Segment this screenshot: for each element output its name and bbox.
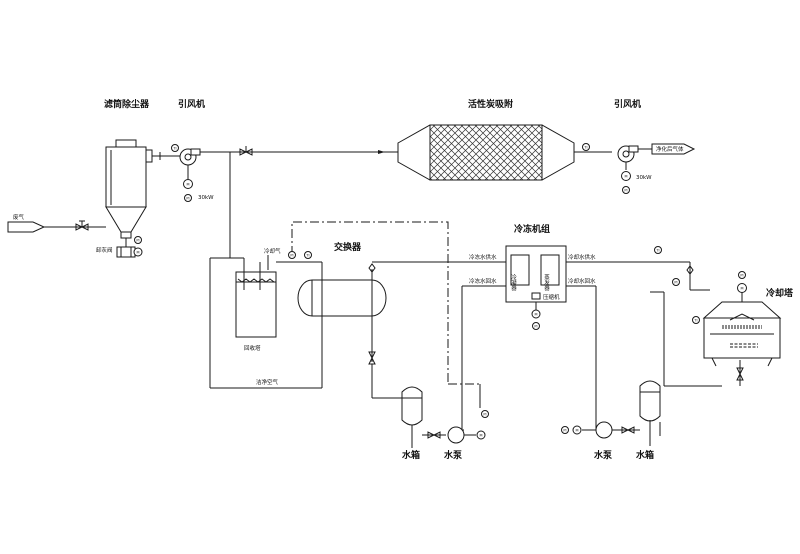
water-pump-1 [447,426,476,444]
pressure-gauge-icon: PI [288,251,296,259]
clean-exhaust-outlet [651,143,696,155]
svg-text:PI: PI [290,254,293,258]
svg-text:PI: PI [624,189,627,193]
motor-icon: M [531,309,541,319]
pressure-gauge-icon: PI [481,410,489,418]
pressure-gauge-icon: PI [184,194,192,202]
motor-icon: M [183,172,193,189]
cooling-supply-label: 冷却水供水 [568,253,596,261]
cooling-water-loop [566,261,744,430]
svg-text:PI: PI [740,274,743,278]
exhaust-inlet [7,220,106,233]
chilled-supply-label: 冷冻水供水 [469,253,497,261]
svg-text:M: M [575,429,578,433]
cooling-tower-label: 冷却塔 [766,287,794,299]
motor-icon: M [621,171,631,181]
cooling-tower [702,290,782,367]
chiller-left-box-label: 冷凝器 [510,273,517,292]
motor-1-power: 30kW [198,195,214,201]
chiller-right-box-label: 蒸发器 [543,273,550,292]
svg-text:TI: TI [305,254,309,258]
svg-text:PI: PI [534,325,537,329]
water-tank-1-label: 水箱 [402,449,420,461]
water-pump-1-label: 水泵 [444,449,463,461]
exhaust-inlet-label: 废气 [13,213,25,221]
svg-text:M: M [624,175,627,179]
svg-text:PI: PI [674,281,677,285]
motor-icon: M [476,430,486,440]
svg-text:M: M [136,251,139,255]
recovery-tank [235,255,277,338]
motor-icon: M [737,283,747,293]
thermometer-icon: TI [304,251,312,259]
fan-2-label: 引风机 [614,98,641,110]
carbon-adsorber [397,124,612,181]
pressure-gauge-icon: PI [561,426,569,434]
svg-text:M: M [186,183,189,187]
pressure-gauge-icon: PI [622,186,630,194]
clean-exhaust-label: 净化后气体 [656,145,684,153]
svg-text:TI: TI [583,146,587,150]
water-tank-2 [639,380,661,446]
cold-air-label: 冷却气 [264,247,281,255]
svg-text:TI: TI [693,319,697,323]
thermometer-icon: TI [692,316,700,324]
water-tank-1 [401,386,446,448]
pressure-gauge-icon: PI [738,271,746,279]
thermometer-icon: TI [171,144,179,152]
motor-icon: M [133,247,143,257]
gas-return-line [291,221,480,385]
pressure-gauge-icon: PI [532,322,540,330]
thermometer-icon: TI [654,246,662,254]
chiller-unit [505,245,567,310]
svg-text:PI: PI [483,413,486,417]
water-pump-2 [582,421,640,439]
svg-text:M: M [479,434,482,438]
chiller-label: 冷冻机组 [514,223,550,235]
chilled-water-loop [368,261,506,430]
svg-text:PI: PI [136,239,139,243]
fan-1 [179,148,230,172]
motor-icon: M [572,425,582,435]
svg-text:PI: PI [186,197,189,201]
thermometer-icon: TI [582,143,590,151]
ash-outlet-label: 卸灰阀 [96,246,113,254]
cooling-return-label: 冷却水回水 [568,277,596,285]
bag-filter [105,139,180,258]
fan-2 [617,145,652,170]
svg-text:TI: TI [655,249,659,253]
fan-1-label: 引风机 [178,98,205,110]
motor-2-power: 30kW [636,175,652,181]
main-duct [229,146,398,259]
bag-filter-label: 滤筒除尘器 [104,98,150,110]
svg-text:TI: TI [172,147,176,151]
chiller-bottom-box-label: 压缩机 [543,293,560,301]
chilled-return-label: 冷冻水回水 [469,277,497,285]
clean-air-label: 洁净空气 [256,378,279,386]
pressure-gauge-icon: PI [672,278,680,286]
exchanger-label: 交换器 [334,241,362,253]
carbon-adsorber-label: 活性炭吸附 [468,98,513,110]
svg-text:PI: PI [563,429,566,433]
heat-exchanger [297,279,387,317]
svg-text:M: M [740,287,743,291]
recovery-tank-label: 回收塔 [244,344,261,352]
pressure-gauge-icon: PI [134,236,142,244]
svg-text:M: M [534,313,537,317]
water-tank-2-label: 水箱 [636,449,654,461]
water-pump-2-label: 水泵 [594,449,613,461]
